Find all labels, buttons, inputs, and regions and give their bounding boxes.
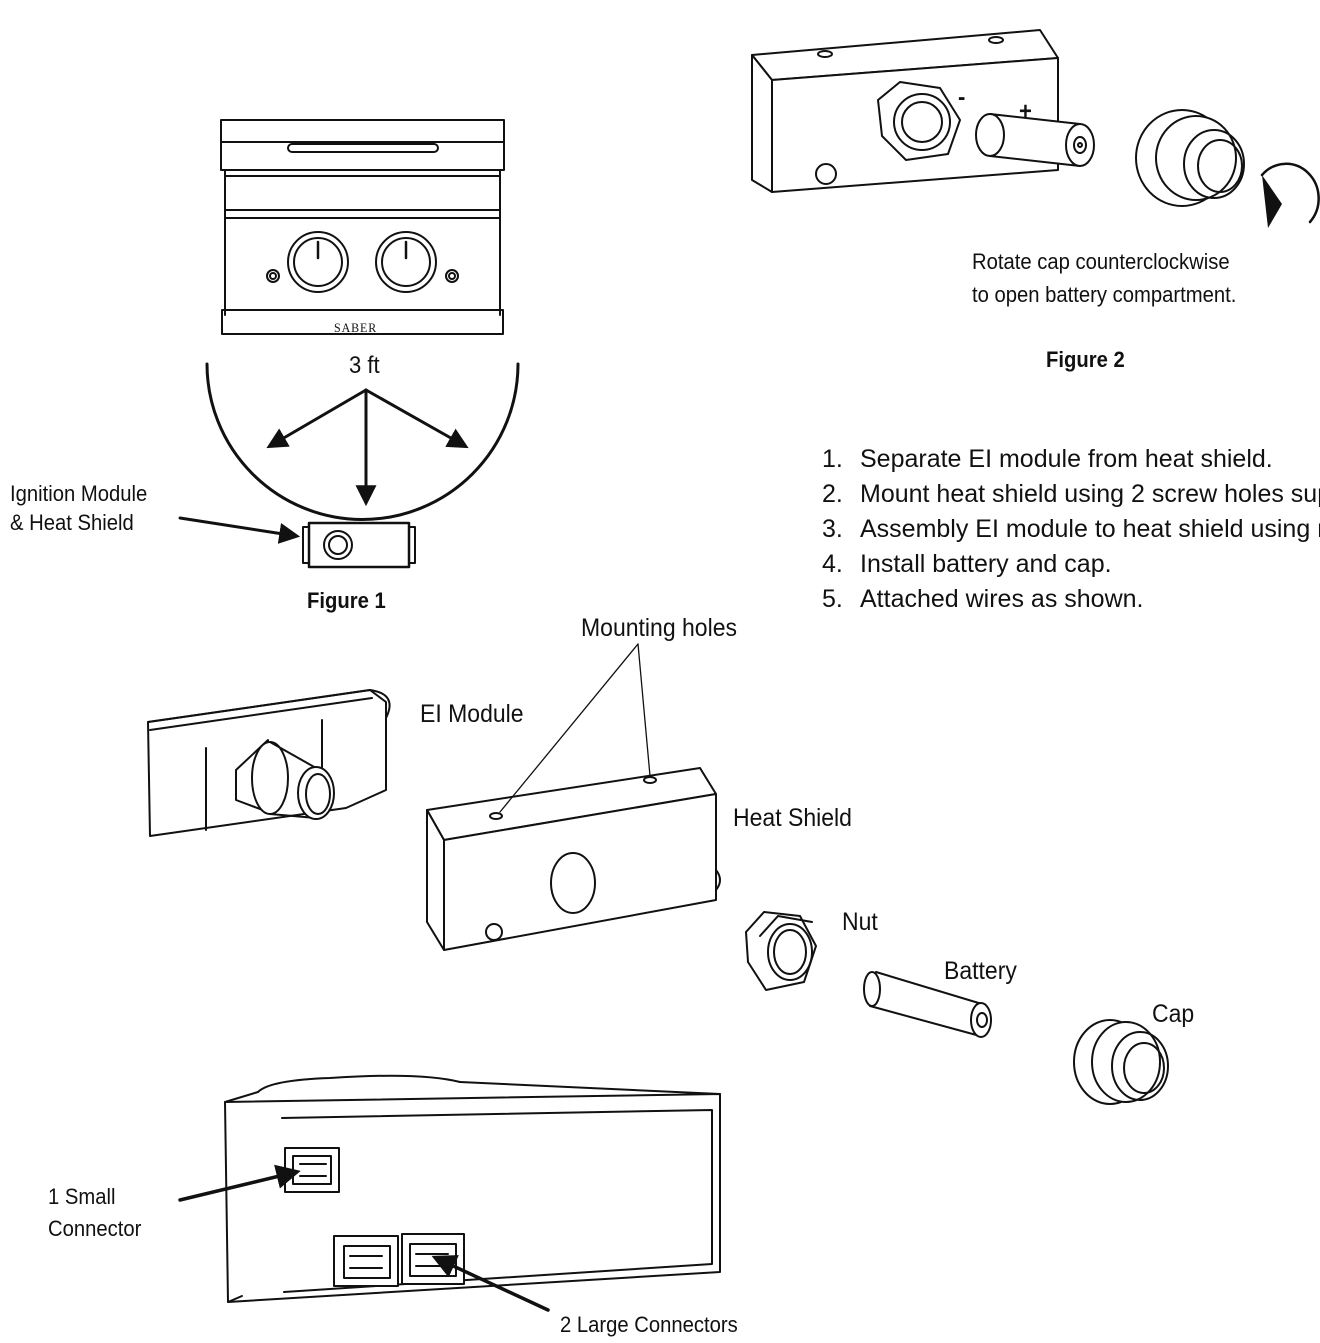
range-arc — [205, 362, 520, 521]
figure2-instruction-line1: Rotate cap counterclockwise — [972, 249, 1230, 274]
cap-label: Cap — [1152, 1000, 1195, 1028]
hex-nut-figure2 — [877, 81, 961, 161]
heat-shield-drawing — [426, 767, 721, 951]
step-5: 5.Attached wires as shown. — [822, 585, 1144, 613]
ei-module-label: EI Module — [420, 700, 524, 728]
small-connector — [284, 1147, 340, 1193]
step-1: 1.Separate EI module from heat shield. — [822, 445, 1273, 473]
figure2-housing — [751, 29, 1059, 193]
ei-module-drawing — [147, 689, 391, 837]
small-connector-label-line1: 1 Small — [48, 1184, 116, 1209]
ei-module-boss — [235, 739, 335, 820]
cap-figure2 — [1135, 109, 1245, 207]
nut-label: Nut — [842, 908, 878, 936]
battery-drawing — [863, 971, 992, 1038]
rotate-arrow — [1260, 162, 1320, 224]
range-arrows — [266, 388, 469, 507]
large-connectors-label: 2 Large Connectors — [560, 1312, 738, 1337]
plus-sign: + — [1019, 98, 1032, 125]
heat-shield-label: Heat Shield — [733, 804, 852, 832]
figure1-caption: Figure 1 — [307, 588, 386, 613]
step-2: 2.Mount heat shield using 2 screw holes … — [822, 480, 1320, 508]
mounting-hole-leaders — [499, 643, 651, 813]
large-connector-arrow — [431, 1255, 550, 1312]
grill-front-view — [220, 119, 505, 335]
minus-sign: - — [958, 84, 966, 111]
large-connector-left — [333, 1235, 399, 1287]
module-label-line1: Ignition Module — [10, 481, 148, 506]
step-3: 3.Assembly EI module to heat shield usin… — [822, 515, 1320, 543]
mounting-holes-label: Mounting holes — [581, 614, 737, 642]
distance-label: 3 ft — [349, 352, 380, 379]
large-connector-right — [401, 1233, 465, 1285]
installation-steps: 1.Separate EI module from heat shield. 2… — [822, 442, 1320, 617]
step-4: 4.Install battery and cap. — [822, 550, 1112, 578]
nut-drawing — [745, 911, 817, 991]
cap-drawing — [1073, 1019, 1169, 1105]
control-knob-left — [287, 231, 349, 293]
figure2-instruction-line2: to open battery compartment. — [972, 282, 1237, 307]
battery-figure2 — [975, 113, 1095, 167]
module-pointer-arrow — [178, 516, 301, 544]
small-connector-label-line2: Connector — [48, 1216, 142, 1241]
brand-text: SABER — [334, 320, 378, 335]
ignition-module-small — [302, 521, 416, 569]
battery-label: Battery — [944, 957, 1017, 985]
small-connector-arrow — [178, 1164, 301, 1202]
module-label-line2: & Heat Shield — [10, 510, 134, 535]
figure2-caption: Figure 2 — [1046, 347, 1125, 372]
control-knob-right — [375, 231, 437, 293]
